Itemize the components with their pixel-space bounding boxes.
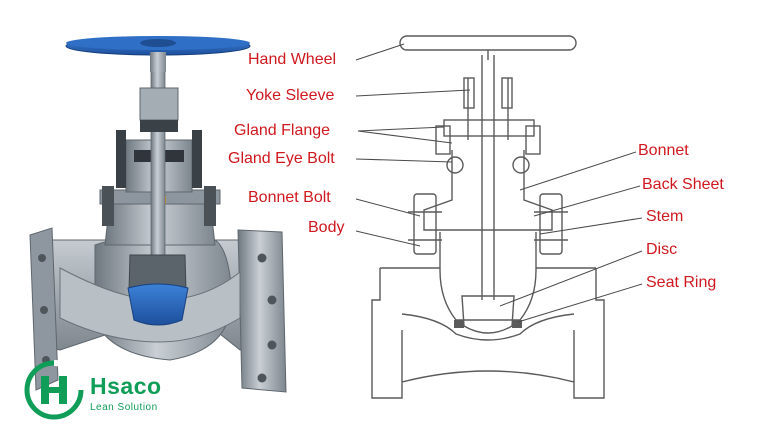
leader-yoke-sleeve xyxy=(355,89,471,97)
leader-seat-ring xyxy=(517,283,643,323)
label-body: Body xyxy=(308,219,345,236)
label-gland-flange: Gland Flange xyxy=(234,122,331,139)
brand-tagline: Lean Solution xyxy=(90,402,158,413)
hsaco-logo-icon xyxy=(24,360,84,420)
label-bonnet-bolt: Bonnet Bolt xyxy=(248,189,331,206)
leader-gland-flange-2 xyxy=(357,130,453,144)
leader-back-sheet xyxy=(533,185,641,217)
label-bonnet: Bonnet xyxy=(638,142,689,159)
leader-gland-eye-bolt xyxy=(355,158,453,163)
brand-name: Hsaco xyxy=(90,373,162,399)
label-hand-wheel: Hand Wheel xyxy=(248,51,337,68)
label-back-sheet: Back Sheet xyxy=(642,176,724,193)
label-disc: Disc xyxy=(646,241,678,258)
leader-body xyxy=(355,230,421,247)
leader-hand-wheel xyxy=(355,43,405,61)
label-gland-eye-bolt: Gland Eye Bolt xyxy=(228,150,335,167)
leader-disc xyxy=(499,250,643,307)
leader-gland-flange-1 xyxy=(357,126,445,132)
label-seat-ring: Seat Ring xyxy=(646,274,717,291)
label-stem: Stem xyxy=(646,208,684,225)
leader-stem xyxy=(539,217,643,235)
leader-bonnet xyxy=(519,151,637,191)
label-yoke-sleeve: Yoke Sleeve xyxy=(246,87,335,104)
leader-bonnet-bolt xyxy=(355,198,421,217)
